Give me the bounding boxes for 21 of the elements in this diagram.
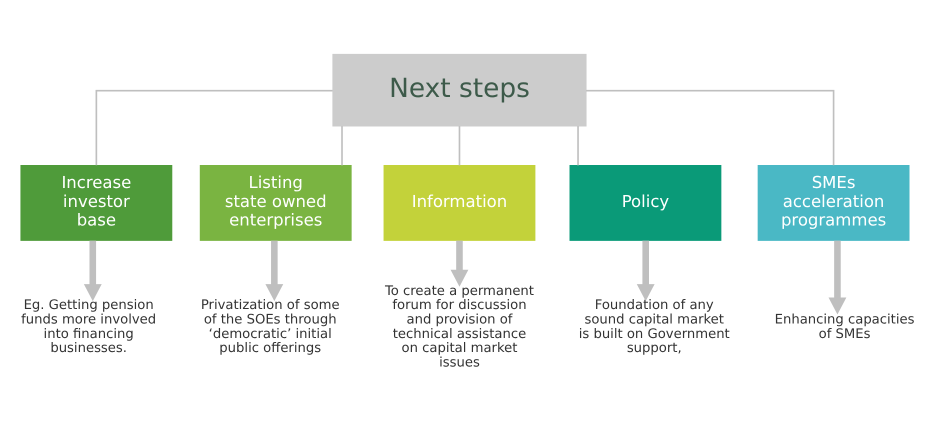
node-text: Privatization of some of the SOEs through ‘democratic’ initial public offerings (200, 298, 340, 356)
connector (96, 90, 332, 166)
arrow (265, 240, 284, 302)
arrow (84, 240, 102, 302)
node-box: Information (384, 164, 536, 241)
node-text: Enhancing capacities of SMEs (774, 312, 915, 342)
connector (577, 126, 579, 166)
node-box: Listing state owned enterprises (200, 164, 352, 241)
arrow (828, 240, 846, 315)
node-text: Foundation of any sound capital market is built on Government support, (578, 298, 730, 356)
arrow (450, 240, 468, 287)
connector (458, 126, 460, 166)
connector (341, 126, 343, 166)
node-box: SMEs acceleration programmes (758, 164, 910, 241)
arrow (636, 240, 655, 302)
connector (586, 90, 834, 166)
node-box: Next steps (332, 54, 587, 126)
node-box: Policy (570, 164, 722, 241)
node-text: Eg. Getting pension funds more involved into financing businesses. (21, 298, 156, 356)
node-box: Increase investor base (20, 164, 172, 241)
node-text: To create a permanent forum for discussion and provision of technical assistance on capital market issues (384, 284, 534, 370)
